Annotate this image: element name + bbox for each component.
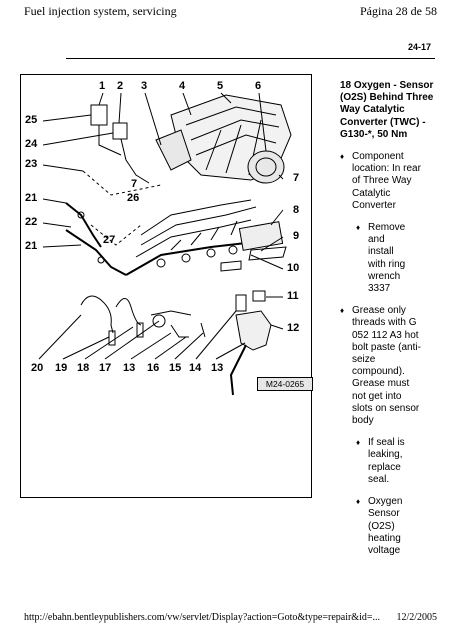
- callout-16: 16: [147, 362, 160, 374]
- callout-14: 14: [189, 362, 202, 374]
- callout-1: 1: [99, 80, 106, 92]
- callout-5: 5: [217, 80, 224, 92]
- callout-17: 17: [99, 362, 112, 374]
- figure-id-label: M24-0265: [257, 377, 313, 391]
- callout-6: 6: [255, 80, 262, 92]
- callout-2: 2: [117, 80, 124, 92]
- section-code: 24-17: [407, 42, 431, 52]
- diamond-bullet-icon: ♦: [340, 306, 345, 316]
- page-number: Página 28 de 58: [360, 4, 437, 18]
- item-title-text: Oxygen - Sensor (O2S) Behind Three Way C…: [340, 80, 434, 140]
- callout-15: 15: [169, 362, 182, 374]
- callout-7a: 7: [131, 178, 138, 190]
- diamond-bullet-icon: ♦: [340, 152, 345, 162]
- callout-9: 9: [293, 230, 300, 242]
- callout-19: 19: [55, 362, 68, 374]
- header-rule: [66, 58, 435, 59]
- item-title: 18 Oxygen - Sensor (O2S) Behind Three Wa…: [340, 80, 448, 141]
- callout-8: 8: [293, 204, 300, 216]
- diamond-bullet-icon: ♦: [356, 497, 361, 507]
- item-number-title: 18 Oxygen - Sensor (O2S) Behind Three Wa…: [340, 80, 434, 140]
- callout-4: 4: [179, 80, 186, 92]
- callout-10: 10: [287, 262, 300, 274]
- note-grease-threads: ♦ Grease only threads with G 052 112 A3 …: [340, 305, 421, 427]
- exploded-parts-diagram: 1 2 3 4 5 6 25 24 23 21 22 21 7 26 27 7 …: [20, 74, 313, 498]
- note-component-location: ♦ Component location: In rear of Three W…: [340, 151, 421, 211]
- callout-12: 12: [287, 322, 300, 334]
- callout-21b: 21: [25, 240, 38, 252]
- callout-22: 22: [25, 216, 38, 228]
- callout-18: 18: [77, 362, 90, 374]
- callout-23: 23: [25, 158, 38, 170]
- diamond-bullet-icon: ♦: [356, 438, 361, 448]
- callout-13b: 13: [211, 362, 224, 374]
- callout-21a: 21: [25, 192, 38, 204]
- diamond-bullet-icon: ♦: [356, 223, 361, 233]
- callout-26: 26: [127, 192, 140, 204]
- callout-24: 24: [25, 138, 38, 150]
- note-heating-voltage: ♦ Oxygen Sensor (O2S) heating voltage: [356, 496, 403, 556]
- callout-25: 25: [25, 114, 38, 126]
- note-remove-install: ♦ Remove and install with ring wrench 33…: [356, 222, 406, 295]
- callout-27: 27: [103, 234, 116, 246]
- callout-7b: 7: [293, 172, 300, 184]
- callout-3: 3: [141, 80, 148, 92]
- header-title: Fuel injection system, servicing: [24, 4, 177, 18]
- callout-11: 11: [287, 290, 299, 302]
- footer-date: 12/2/2005: [396, 612, 437, 623]
- footer-url-link[interactable]: http://ebahn.bentleypublishers.com/vw/se…: [24, 612, 381, 623]
- diagram-drawing: [38, 92, 292, 396]
- note-seal-leaking: ♦ If seal is leaking, replace seal.: [356, 437, 405, 485]
- item-description-column: 18 Oxygen - Sensor (O2S) Behind Three Wa…: [340, 80, 448, 557]
- callout-20: 20: [31, 362, 44, 374]
- callout-13a: 13: [123, 362, 136, 374]
